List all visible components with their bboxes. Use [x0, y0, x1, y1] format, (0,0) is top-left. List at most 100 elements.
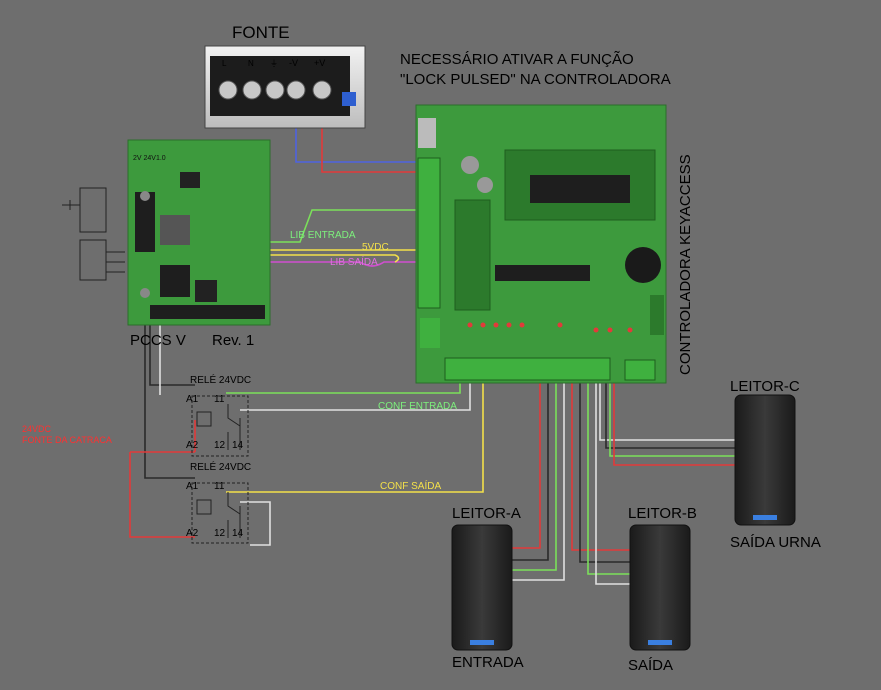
reader-name: LEITOR-C: [730, 378, 800, 395]
relay-pin-a1: A1: [186, 394, 199, 405]
wire-reader-b-black: [579, 378, 630, 563]
controller-terminal-bottom: [444, 357, 611, 381]
reader-name: LEITOR-B: [628, 505, 697, 522]
svg-text:N: N: [248, 59, 254, 68]
relay-pin-12: 12: [214, 528, 226, 539]
wire-reader-b-green: [587, 378, 630, 575]
controller-terminal-lower: [420, 318, 440, 348]
pccs-mount-hole: [140, 191, 150, 201]
turnstile-supply-line-2: FONTE DA CATRACA: [22, 435, 112, 445]
controller-capacitor: [461, 156, 479, 174]
power-supply: FONTE L N ⏚ -V +V: [204, 23, 366, 129]
controller-battery: [625, 247, 661, 283]
reader-body: [629, 524, 691, 651]
pccs-name: PCCS V: [130, 332, 186, 349]
pccs-board: 2V 24V1.0 PCCS V Rev. 1: [127, 139, 271, 349]
label-conf-saida: CONF SAÍDA: [380, 479, 441, 492]
pccs-mount-hole: [140, 288, 150, 298]
relay-pin-a2: A2: [186, 528, 199, 539]
controller-leds: [467, 322, 633, 333]
psu-terminal: N: [242, 59, 262, 100]
reader-caption: ENTRADA: [452, 654, 524, 671]
wire-reader-c-green: [609, 378, 735, 457]
relay-pin-11: 11: [214, 394, 225, 405]
wire-conf-entrada-b: [240, 380, 471, 411]
relay-pin-14: 14: [232, 440, 244, 451]
reader-c: LEITOR-C SAÍDA URNA: [730, 378, 821, 551]
wire-pccs-relay1: [149, 300, 195, 386]
reader-caption: SAÍDA: [628, 657, 673, 674]
controller-relay-area: [454, 199, 491, 311]
wire-reader-a-green: [512, 378, 557, 571]
relay-pin-a2: A2: [186, 440, 199, 451]
relay-body: [191, 482, 249, 544]
wire-reader-b-red: [571, 378, 630, 551]
wire-pccs-relay2: [144, 300, 195, 479]
psu-terminals: L N ⏚ -V +V: [218, 58, 332, 100]
pccs-chip: [160, 265, 190, 297]
relay-1: RELÉ 24VDC A1 A2 11 12 14: [186, 373, 251, 457]
svg-text:L: L: [222, 59, 227, 68]
relay-pin-a1: A1: [186, 481, 199, 492]
wire-reader-c-white: [599, 378, 735, 441]
psu-terminal: L: [218, 59, 238, 100]
controller-side-connector: [650, 295, 664, 335]
relay-pin-12: 12: [214, 440, 226, 451]
relay-coil: [196, 499, 212, 515]
wire-reader-a-white: [512, 378, 565, 581]
relay-title: RELÉ 24VDC: [190, 460, 251, 473]
wires: [129, 95, 735, 585]
relay-2: RELÉ 24VDC A1 A2 11 12 14: [186, 460, 251, 544]
relay-pin-11: 11: [214, 481, 225, 492]
psu-terminal: +V: [312, 58, 332, 100]
pccs-rev: Rev. 1: [212, 332, 254, 349]
svg-text:⏚: ⏚: [270, 59, 278, 68]
note-line-1: NECESSÁRIO ATIVAR A FUNÇÃO: [400, 51, 634, 68]
wire-5vdc-b: [138, 254, 400, 263]
label-5vdc: 5VDC: [362, 242, 389, 253]
relay-contact: [227, 492, 241, 538]
wire-reader-a-red: [512, 378, 541, 549]
wire-reader-c-red: [613, 378, 735, 466]
psu-terminal: -V: [286, 58, 306, 100]
pccs-header: [150, 305, 265, 319]
relay-coil: [196, 411, 212, 427]
turnstile-supply-line-1: 24VDC: [22, 424, 52, 434]
controller-capacitor: [477, 177, 493, 193]
label-lib-entrada: LIB ENTRADA: [290, 230, 356, 241]
svg-text:+V: +V: [314, 58, 325, 68]
controller-title: CONTROLADORA KEYACCESS: [677, 154, 694, 375]
reader-led: [753, 515, 777, 520]
controller-terminal-right: [624, 359, 656, 381]
label-conf-entrada: CONF ENTRADA: [378, 401, 457, 412]
psu-terminal: ⏚: [265, 59, 285, 100]
wire-conf-entrada: [226, 380, 461, 394]
controller-pcb: [415, 104, 667, 384]
wire-relay2-out: [240, 501, 271, 546]
wire-reader-c-black: [605, 378, 735, 449]
controller-lcd: [530, 175, 630, 203]
relay-title: RELÉ 24VDC: [190, 373, 251, 386]
wire-24vdc-b: [129, 452, 195, 538]
reader-led: [470, 640, 494, 645]
controller-ethernet: [418, 118, 436, 148]
controller-header: [495, 265, 590, 281]
note-line-2: "LOCK PULSED" NA CONTROLADORA: [400, 71, 671, 88]
reader-led: [648, 640, 672, 645]
relay-contact: [227, 404, 241, 450]
pccs-connector-sketch: [62, 187, 125, 281]
wire-reader-a-black: [512, 378, 549, 561]
pccs-relay: [160, 215, 190, 245]
reader-caption: SAÍDA URNA: [730, 534, 821, 551]
svg-text:-V: -V: [289, 58, 298, 68]
relay-body: [191, 395, 249, 457]
reader-body: [734, 394, 796, 526]
reader-b: LEITOR-B SAÍDA: [628, 505, 697, 674]
pccs-sub-label: 2V 24V1.0: [133, 155, 166, 162]
reader-a: LEITOR-A ENTRADA: [451, 505, 524, 671]
power-supply-title: FONTE: [232, 23, 290, 42]
wire-reader-b-white: [595, 378, 630, 585]
relay-pin-14: 14: [232, 528, 244, 539]
label-lib-saida: LIB SAÍDA: [330, 255, 378, 268]
